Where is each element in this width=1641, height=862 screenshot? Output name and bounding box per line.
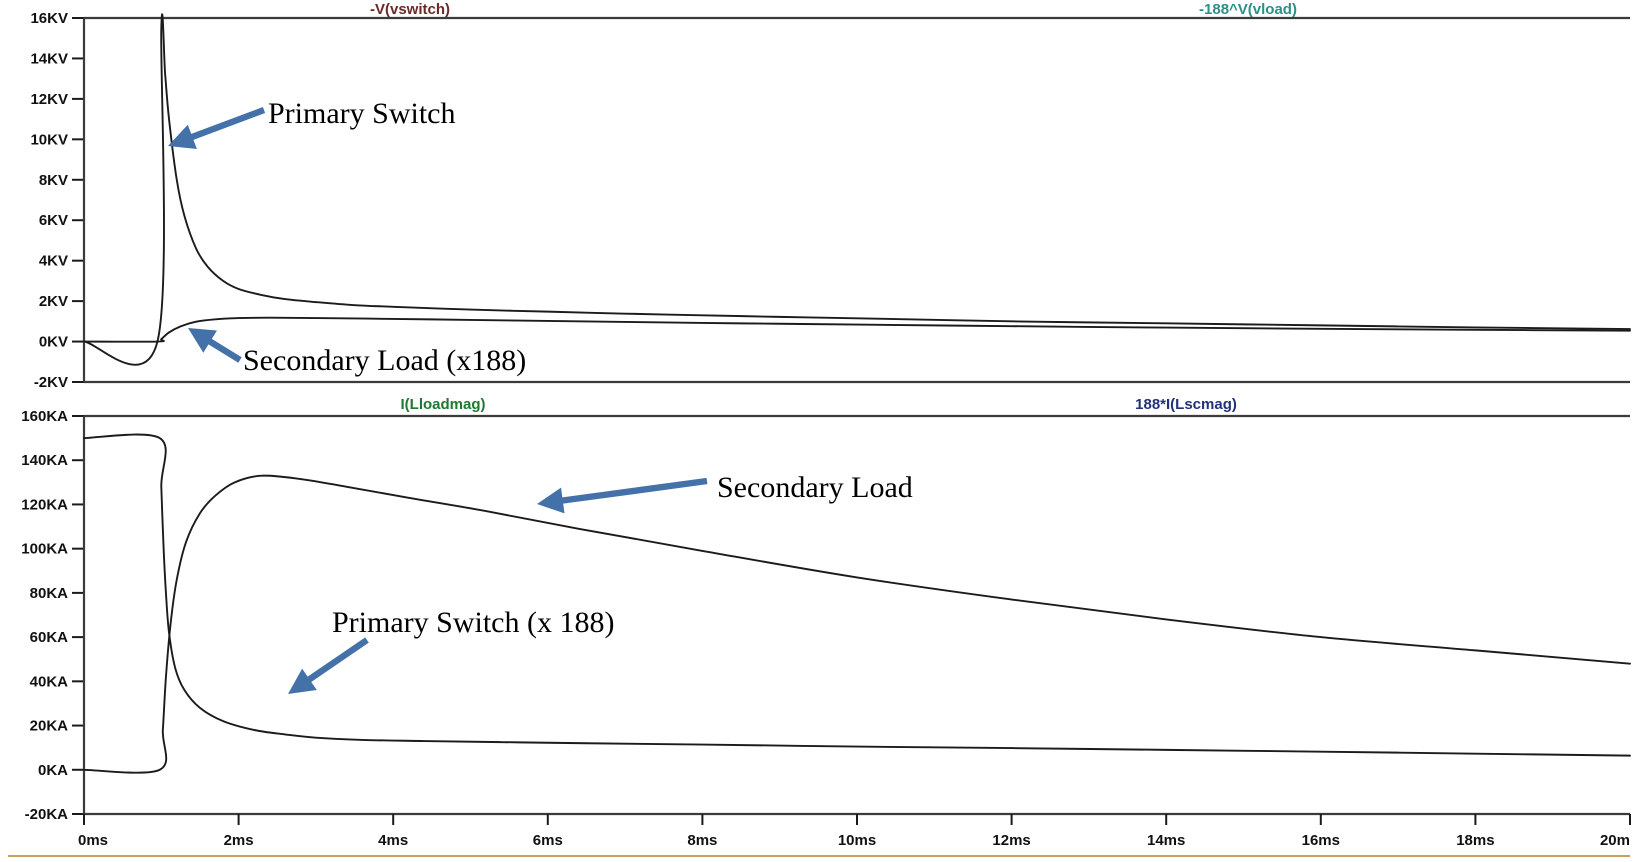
annotation-secondary-load-2: Secondary Load — [717, 471, 913, 504]
trace-curve — [83, 13, 1631, 366]
y-tick-label: 160KA — [21, 408, 68, 425]
voltage-traces — [83, 13, 1631, 366]
x-tick-label: 6ms — [533, 832, 563, 849]
time-x-axis: 0ms 2ms 4ms 6ms 8ms 10ms 12ms 14ms 16ms 18ms 20m — [78, 814, 1631, 849]
current-panel: I(Lloadmag) 188*I(Lscmag) 160KA 140KA 120K… — [0, 394, 1641, 862]
primary-switch-arrow — [168, 107, 266, 150]
voltage-annotations: Primary Switch Secondary Load (x188) — [168, 97, 526, 377]
y-tick-label: 80KA — [30, 585, 69, 602]
callout-arrow — [537, 477, 708, 514]
x-tick-label: 4ms — [378, 832, 408, 849]
primary-switch-arrow-2 — [288, 637, 369, 694]
current-panel-legend: I(Lloadmag) 188*I(Lscmag) — [401, 396, 1237, 413]
y-tick-label: 10KV — [30, 131, 68, 148]
callout-arrow — [188, 328, 242, 363]
secondary-load-arrow-2 — [537, 477, 708, 514]
voltage-panel: -V(vswitch) -188^V(vload) 16KV 14KV 12KV 10… — [0, 0, 1641, 392]
trace-legend-vswitch[interactable]: -V(vswitch) — [370, 1, 450, 18]
x-tick-label: 10ms — [838, 832, 876, 849]
annotation-primary-switch-2: Primary Switch (x 188) — [332, 606, 614, 639]
annotation-primary-switch: Primary Switch — [268, 97, 456, 130]
x-tick-label: 20m — [1600, 832, 1630, 849]
y-tick-label: 12KV — [30, 91, 68, 108]
y-tick-label: 40KA — [30, 673, 69, 690]
callout-arrow — [168, 107, 266, 150]
x-tick-label: 18ms — [1456, 832, 1494, 849]
voltage-panel-legend: -V(vswitch) -188^V(vload) — [370, 1, 1297, 18]
voltage-plot-frame — [82, 16, 1630, 384]
current-y-axis: 160KA 140KA 120KA 100KA 80KA 60KA 40KA 20KA 0KA -… — [21, 408, 84, 823]
x-tick-label: 2ms — [224, 832, 254, 849]
callout-arrow — [288, 637, 369, 694]
y-tick-label: -20KA — [25, 806, 69, 823]
y-tick-label: 14KV — [30, 50, 68, 67]
trace-legend-vload[interactable]: -188^V(vload) — [1199, 1, 1297, 18]
secondary-load-arrow — [188, 328, 242, 363]
y-tick-label: 60KA — [30, 629, 69, 646]
y-tick-label: 0KA — [38, 762, 68, 779]
x-tick-label: 14ms — [1147, 832, 1185, 849]
x-tick-label: 16ms — [1302, 832, 1340, 849]
trace-legend-lloadmag[interactable]: I(Lloadmag) — [401, 396, 486, 413]
annotation-secondary-load: Secondary Load (x188) — [243, 344, 526, 377]
y-tick-label: 6KV — [39, 212, 68, 229]
x-tick-label: 8ms — [687, 832, 717, 849]
voltage-y-axis: 16KV 14KV 12KV 10KV 8KV 6KV 4KV 2KV 0KV -2KV — [30, 10, 84, 391]
y-tick-label: 2KV — [39, 293, 68, 310]
trace-curve — [83, 474, 1631, 774]
current-annotations: Secondary Load Primary Switch (x 188) — [288, 471, 913, 694]
y-tick-label: 100KA — [21, 541, 68, 558]
x-tick-label: 0ms — [78, 832, 108, 849]
y-tick-label: 0KV — [39, 334, 68, 351]
x-tick-label: 12ms — [992, 832, 1030, 849]
y-tick-label: 120KA — [21, 496, 68, 513]
trace-curve — [83, 316, 1631, 343]
y-tick-label: 16KV — [30, 10, 68, 27]
y-tick-label: 8KV — [39, 172, 68, 189]
trace-legend-lscmag[interactable]: 188*I(Lscmag) — [1135, 396, 1237, 413]
voltage-panel-svg: -V(vswitch) -188^V(vload) 16KV 14KV 12KV 10… — [30, 1, 1631, 391]
current-panel-svg: I(Lloadmag) 188*I(Lscmag) 160KA 140KA 120K… — [8, 396, 1631, 857]
y-tick-label: 4KV — [39, 253, 68, 270]
y-tick-label: 20KA — [30, 718, 69, 735]
trace-curve — [83, 433, 1631, 757]
y-tick-label: -2KV — [34, 374, 68, 391]
current-traces — [83, 433, 1631, 774]
y-tick-label: 140KA — [21, 452, 68, 469]
